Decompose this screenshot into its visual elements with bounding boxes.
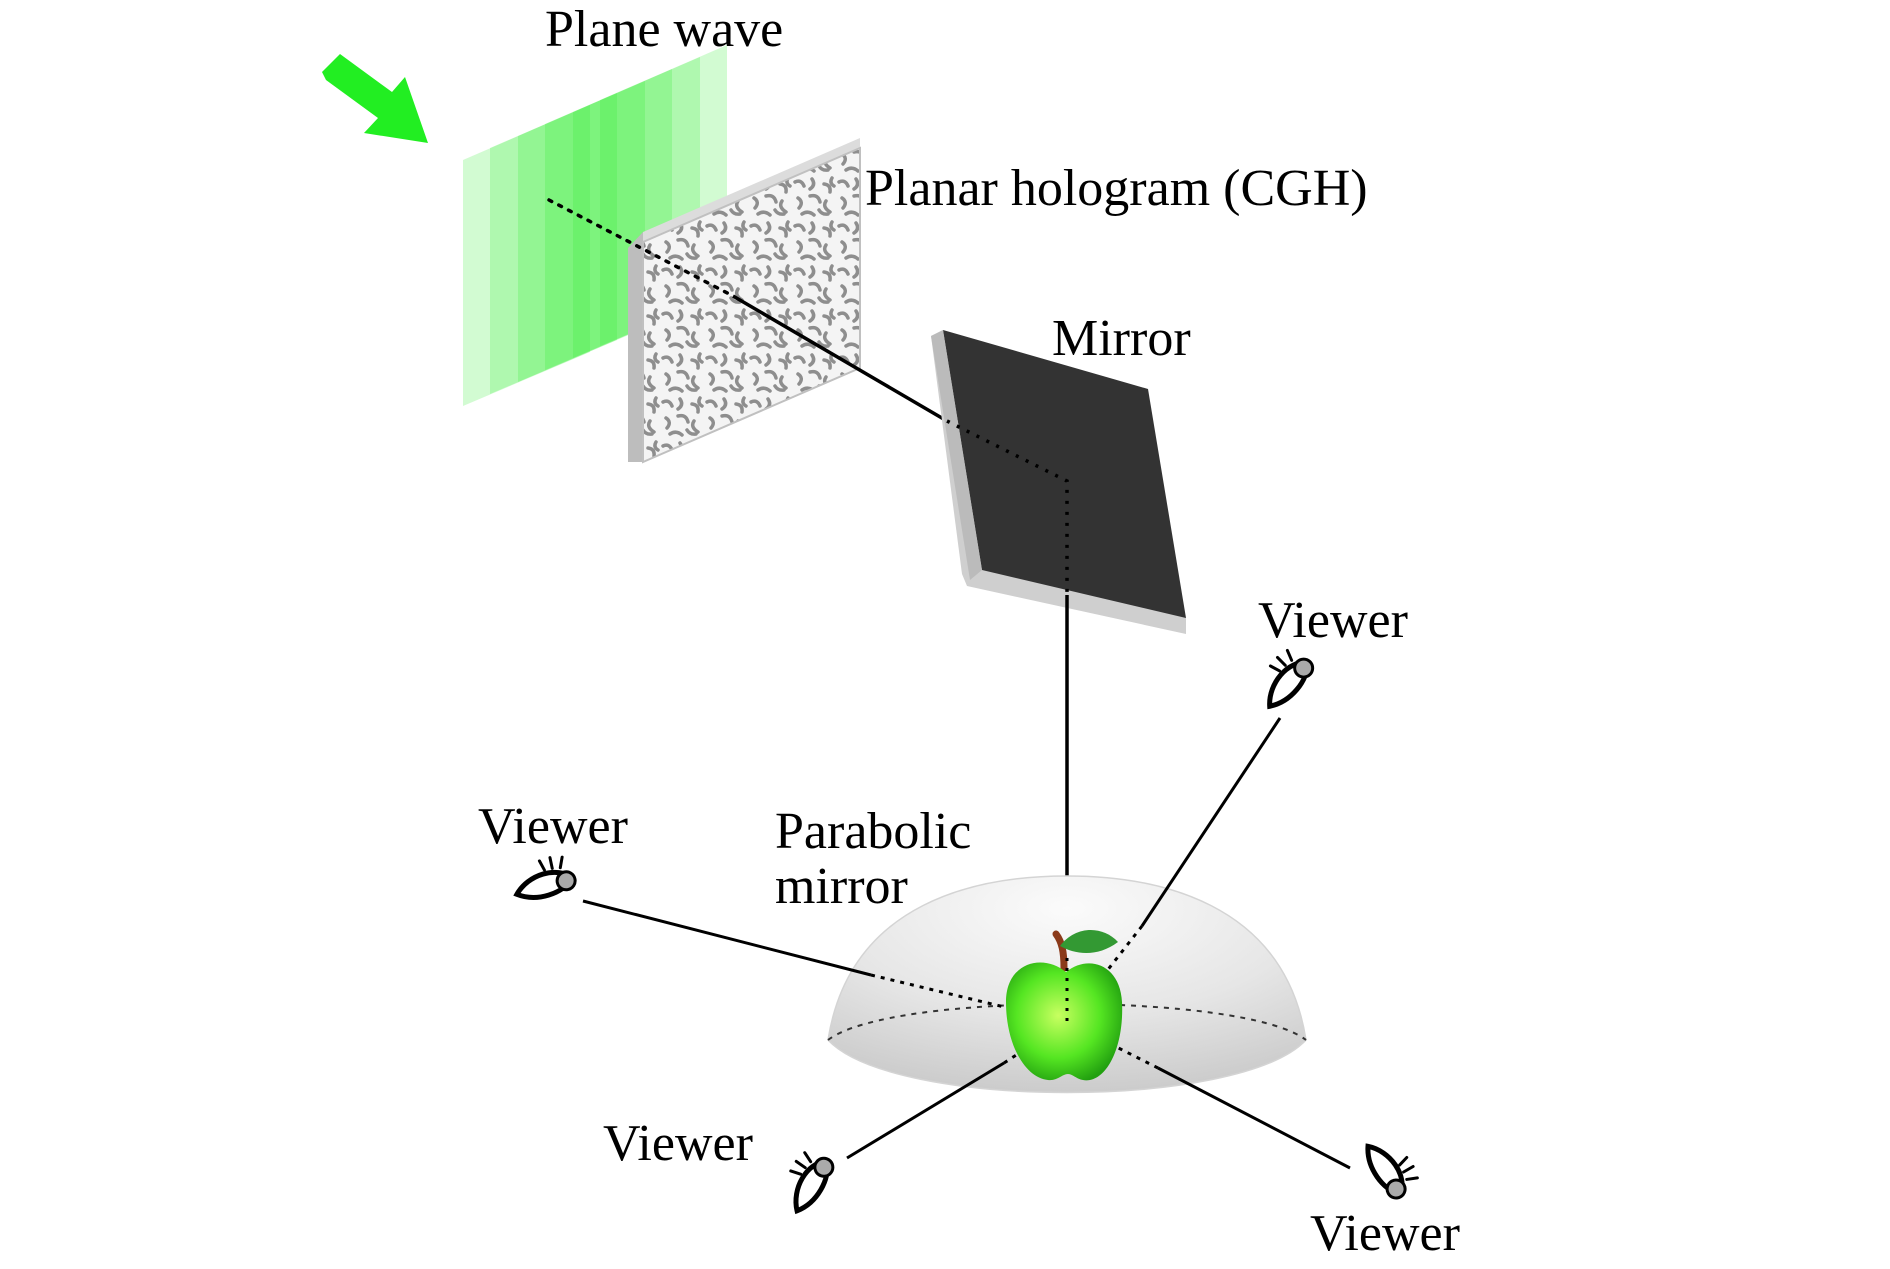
viewer-label-bottom-right: Viewer (1310, 1205, 1460, 1262)
eye-icon (1267, 648, 1315, 710)
beam-path-upper (547, 198, 948, 423)
parabolic-mirror-label-line1: Parabolic (775, 803, 972, 860)
eye-icon (1365, 1143, 1419, 1200)
apple-icon (1006, 930, 1123, 1081)
mirror (931, 330, 1186, 634)
viewer-label-bottom-left: Viewer (603, 1115, 753, 1172)
eye-icon (789, 1151, 835, 1215)
eye-icon (513, 855, 577, 900)
mirror-label: Mirror (1052, 310, 1191, 367)
viewer-label-left: Viewer (478, 798, 628, 855)
planar-hologram-label: Planar hologram (CGH) (865, 160, 1368, 217)
plane-wave-label: Plane wave (545, 1, 784, 58)
plane-wave (463, 45, 727, 406)
parabolic-mirror-label: Parabolic mirror (775, 803, 972, 915)
parabolic-mirror-label-line2: mirror (775, 857, 908, 915)
viewer-label-upper-right: Viewer (1258, 592, 1408, 649)
arrow-icon (322, 54, 428, 143)
